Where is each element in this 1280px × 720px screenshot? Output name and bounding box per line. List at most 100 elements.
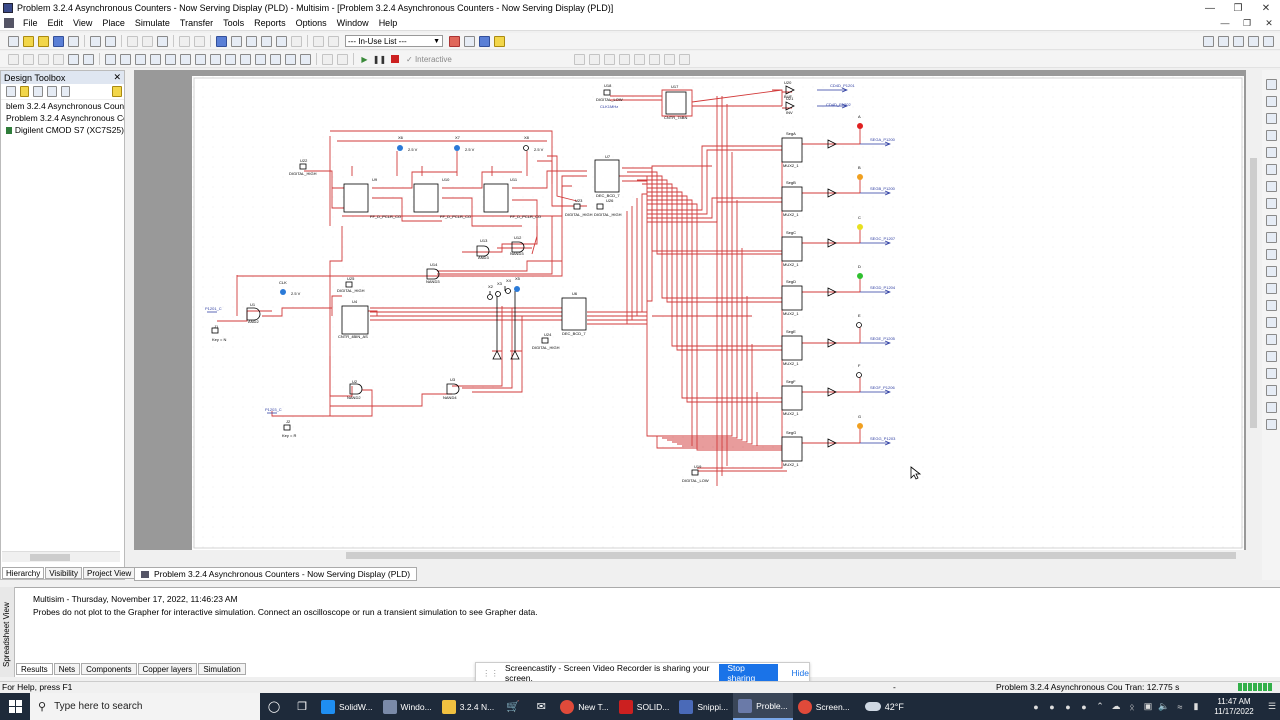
wattmeter-icon[interactable] bbox=[1265, 113, 1277, 124]
new-design-icon[interactable] bbox=[68, 35, 79, 47]
grapher-icon[interactable] bbox=[261, 35, 272, 47]
copy-icon[interactable] bbox=[142, 35, 153, 47]
close-button[interactable]: ✕ bbox=[1261, 2, 1271, 14]
pause-simulation-button[interactable]: ❚❚ bbox=[372, 54, 387, 64]
oscilloscope-icon[interactable] bbox=[1265, 130, 1277, 141]
frequency-counter-icon[interactable] bbox=[1265, 181, 1277, 192]
schematic-sheet[interactable]: U18 DIGITAL_LOW CLK1MHz U17 CNTR_74BN U2… bbox=[192, 76, 1244, 550]
tab-visibility[interactable]: Visibility bbox=[45, 567, 82, 579]
labview-instrument-icon[interactable] bbox=[1265, 385, 1277, 396]
probe-gear-icon[interactable] bbox=[678, 53, 690, 65]
ni-elvis-icon[interactable] bbox=[1265, 402, 1277, 413]
battery-icon[interactable]: ▮ bbox=[1193, 701, 1199, 711]
notifications-icon[interactable]: ☰ bbox=[1267, 701, 1277, 711]
taskbar-app-solidworks-edge[interactable]: SolidW... bbox=[316, 693, 378, 720]
taskbar-app-solidworks[interactable]: SOLID... bbox=[614, 693, 675, 720]
place-ttl-icon[interactable] bbox=[83, 53, 94, 65]
open-sample-icon[interactable] bbox=[38, 35, 49, 47]
document-system-icon[interactable] bbox=[4, 18, 14, 28]
menu-simulate[interactable]: Simulate bbox=[134, 18, 170, 28]
app-tray-icon-2[interactable]: ● bbox=[1049, 701, 1055, 712]
probe-digital-icon[interactable] bbox=[648, 53, 660, 65]
place-mcu-icon[interactable] bbox=[270, 53, 281, 65]
four-channel-oscilloscope-icon[interactable] bbox=[1265, 147, 1277, 158]
probe-current-icon[interactable] bbox=[588, 53, 600, 65]
current-clamp-icon[interactable] bbox=[1265, 419, 1277, 430]
postprocessor-icon[interactable] bbox=[276, 35, 287, 47]
place-connector-icon[interactable] bbox=[255, 53, 266, 65]
open-folder-icon[interactable] bbox=[19, 86, 30, 97]
document-tab[interactable]: Problem 3.2.4 Asynchronous Counters - No… bbox=[134, 567, 418, 581]
doc-minimize-button[interactable]: — bbox=[1220, 17, 1230, 28]
workspace-vertical-scrollbar[interactable] bbox=[1248, 70, 1259, 550]
tab-components[interactable]: Components bbox=[81, 663, 137, 675]
tree-item-schematic[interactable]: Problem 3.2.4 Asynchronous Co bbox=[6, 113, 124, 123]
place-net-icon[interactable] bbox=[337, 53, 348, 65]
place-mixed-icon[interactable] bbox=[135, 53, 146, 65]
probe-differential-icon[interactable] bbox=[618, 53, 630, 65]
copy-sheet-icon[interactable] bbox=[47, 86, 57, 97]
tab-hierarchy[interactable]: Hierarchy bbox=[2, 567, 45, 579]
tektronix-oscilloscope-icon[interactable] bbox=[1265, 368, 1277, 379]
place-bus-icon[interactable] bbox=[300, 53, 311, 65]
undo-icon[interactable] bbox=[179, 35, 190, 47]
new-sheet-icon[interactable] bbox=[33, 86, 44, 97]
place-hierarchical-block-icon[interactable] bbox=[285, 53, 296, 65]
place-electromechanical-icon[interactable] bbox=[225, 53, 236, 65]
menu-file[interactable]: File bbox=[23, 18, 38, 28]
function-generator-icon[interactable] bbox=[1265, 96, 1277, 107]
find-examples-icon[interactable] bbox=[464, 35, 475, 47]
start-button[interactable] bbox=[0, 693, 30, 720]
place-basic-icon[interactable] bbox=[23, 53, 34, 65]
menu-transfer[interactable]: Transfer bbox=[179, 18, 214, 28]
taskbar-app-multisim[interactable]: Proble... bbox=[733, 693, 793, 720]
probe-reference-icon[interactable] bbox=[633, 53, 645, 65]
doc-restore-button[interactable]: ❐ bbox=[1242, 17, 1252, 28]
place-analog-icon[interactable] bbox=[68, 53, 79, 65]
place-misc-icon[interactable] bbox=[180, 53, 191, 65]
workspace-horizontal-scrollbar[interactable] bbox=[134, 550, 1246, 561]
bluetooth-icon[interactable]: ᛟ bbox=[1129, 701, 1135, 712]
tab-simulation[interactable]: Simulation bbox=[198, 663, 246, 675]
probe-voltage-icon[interactable] bbox=[573, 53, 585, 65]
menu-help[interactable]: Help bbox=[378, 18, 398, 28]
place-advanced-peripherals-icon[interactable] bbox=[195, 53, 206, 65]
menu-reports[interactable]: Reports bbox=[254, 18, 286, 28]
doc-close-button[interactable]: ✕ bbox=[1265, 17, 1273, 28]
onedrive-icon[interactable]: ☁ bbox=[1111, 701, 1121, 711]
place-misc-digital-icon[interactable] bbox=[120, 53, 131, 65]
database-manager-icon[interactable] bbox=[246, 35, 257, 47]
volume-icon[interactable]: 🔈 bbox=[1158, 701, 1170, 711]
forward-annotate-icon[interactable] bbox=[328, 35, 339, 47]
stop-simulation-button[interactable] bbox=[389, 54, 400, 65]
task-view-icon[interactable]: ❐ bbox=[297, 701, 307, 713]
close-icon[interactable]: ✕ bbox=[113, 72, 121, 82]
place-probe-icon[interactable] bbox=[322, 53, 333, 65]
tree-item-pld-board[interactable]: Digilent CMOD S7 (XC7S25) bbox=[1, 124, 124, 136]
toggle-design-toolbox-icon[interactable] bbox=[216, 35, 227, 47]
zoom-in-icon[interactable] bbox=[1203, 35, 1214, 47]
taskbar-search-box[interactable]: ⚲ Type here to search bbox=[30, 693, 260, 720]
weather-widget[interactable]: 42°F bbox=[864, 702, 904, 712]
agilent-multimeter-icon[interactable] bbox=[1265, 334, 1277, 345]
interactive-mode-label[interactable]: ✓ Interactive bbox=[406, 54, 452, 64]
restore-button[interactable]: ❐ bbox=[1233, 2, 1243, 14]
menu-place[interactable]: Place bbox=[102, 18, 125, 28]
full-screen-icon[interactable] bbox=[1263, 35, 1274, 47]
agilent-oscilloscope-icon[interactable] bbox=[1265, 351, 1277, 362]
electrical-rules-icon[interactable] bbox=[291, 35, 302, 47]
cortana-icon[interactable]: ◯ bbox=[267, 701, 281, 713]
iv-analyzer-icon[interactable] bbox=[1265, 249, 1277, 260]
menu-options[interactable]: Options bbox=[295, 18, 327, 28]
settings-icon[interactable] bbox=[112, 86, 123, 97]
taskbar-app-screencastify[interactable]: Screen... bbox=[793, 693, 855, 720]
menu-window[interactable]: Window bbox=[336, 18, 369, 28]
chevron-up-icon[interactable]: ⌃ bbox=[1096, 701, 1104, 711]
menu-edit[interactable]: Edit bbox=[47, 18, 64, 28]
paste-icon[interactable] bbox=[157, 35, 168, 47]
word-generator-icon[interactable] bbox=[1265, 198, 1277, 209]
store-icon[interactable]: 🛒 bbox=[506, 701, 521, 713]
tab-nets[interactable]: Nets bbox=[53, 663, 81, 675]
open-folder-icon[interactable] bbox=[23, 35, 34, 47]
taskbar-app-snipping[interactable]: Snippi... bbox=[674, 693, 733, 720]
